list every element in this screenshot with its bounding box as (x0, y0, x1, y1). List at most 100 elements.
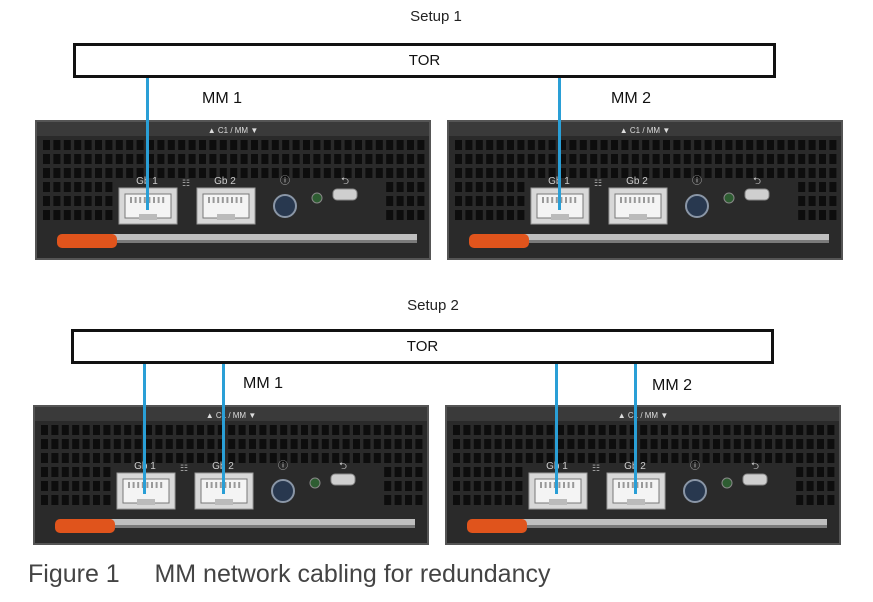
vent-hole (282, 168, 290, 178)
vent-hole (303, 154, 310, 164)
vent-hole (713, 453, 720, 463)
vent-hole (767, 168, 774, 178)
vent-hole (415, 425, 423, 435)
vent-hole (827, 439, 835, 449)
vent-hole (147, 140, 154, 150)
vent-hole (238, 425, 246, 435)
rj45-port-1[interactable] (530, 187, 590, 225)
vent-hole (671, 425, 679, 435)
id-button-icon[interactable] (685, 194, 709, 218)
vent-hole (515, 453, 523, 463)
vent-hole (661, 453, 668, 463)
vent-hole (808, 196, 816, 206)
vent-hole (787, 154, 795, 164)
vent-hole (475, 154, 483, 164)
vent-hole (455, 140, 462, 150)
vent-hole (417, 196, 425, 206)
vent-hole (475, 140, 483, 150)
id-button-icon[interactable] (271, 479, 295, 503)
vent-hole (384, 495, 392, 505)
rj45-port-1[interactable] (528, 472, 588, 510)
vent-hole (621, 140, 629, 150)
vent-hole (527, 154, 535, 164)
vent-hole (134, 439, 142, 449)
vent-hole (663, 154, 670, 164)
vent-hole (280, 439, 288, 449)
vent-hole (517, 196, 525, 206)
micro-usb-port[interactable] (330, 473, 356, 486)
vent-hole (735, 168, 743, 178)
vent-hole (61, 495, 69, 505)
vent-hole (405, 453, 412, 463)
vent-hole (473, 453, 481, 463)
vent-hole (652, 140, 660, 150)
release-tab[interactable] (55, 519, 115, 533)
vent-hole (475, 196, 483, 206)
vent-hole (787, 168, 795, 178)
vent-hole (384, 425, 392, 435)
release-tab[interactable] (467, 519, 527, 533)
vent-hole (147, 168, 154, 178)
id-button-icon[interactable] (683, 479, 707, 503)
vent-hole (808, 210, 816, 220)
release-tab[interactable] (469, 234, 529, 248)
figure-caption-text: MM network cabling for redundancy (154, 560, 551, 588)
micro-usb-port[interactable] (744, 188, 770, 201)
vent-grid (41, 425, 423, 505)
vent-hole (600, 168, 608, 178)
vent-hole (165, 439, 173, 449)
rj45-port-1[interactable] (116, 472, 176, 510)
tor-label: TOR (406, 338, 439, 355)
vent-hole (280, 425, 288, 435)
vent-hole (230, 168, 238, 178)
vent-hole (271, 154, 279, 164)
vent-hole (694, 140, 702, 150)
vent-hole (819, 182, 826, 192)
vent-hole (363, 425, 371, 435)
vent-hole (453, 495, 460, 505)
vent-hole (311, 453, 319, 463)
vent-hole (384, 481, 392, 491)
vent-hole (746, 168, 754, 178)
vent-hole (105, 182, 113, 192)
vent-hole (103, 481, 111, 491)
network-glyph-icon: ☷ (180, 463, 188, 473)
vent-hole (515, 495, 523, 505)
rj45-port-2[interactable] (196, 187, 256, 225)
vent-hole (631, 168, 639, 178)
vent-hole (136, 154, 144, 164)
vent-hole (251, 154, 258, 164)
vent-hole (280, 453, 288, 463)
vent-hole (475, 210, 483, 220)
vent-hole (186, 425, 194, 435)
vent-hole (683, 140, 691, 150)
id-button-icon[interactable] (273, 194, 297, 218)
release-tab[interactable] (57, 234, 117, 248)
vent-hole (819, 154, 826, 164)
vent-hole (61, 467, 69, 477)
micro-usb-port[interactable] (332, 188, 358, 201)
setup-2-tor-switch: TOR (71, 329, 774, 364)
vent-hole (93, 467, 100, 477)
vent-hole (353, 453, 360, 463)
vent-hole (494, 495, 502, 505)
vent-hole (453, 425, 460, 435)
vent-hole (590, 140, 598, 150)
vent-hole (93, 425, 100, 435)
vent-hole (51, 453, 59, 463)
rj45-port-2[interactable] (608, 187, 668, 225)
vent-hole (147, 154, 154, 164)
vent-hole (733, 453, 741, 463)
vent-hole (292, 168, 300, 178)
vent-hole (611, 168, 618, 178)
vent-hole (546, 439, 554, 449)
vent-hole (363, 439, 371, 449)
vent-hole (455, 168, 462, 178)
vent-hole (103, 467, 111, 477)
vent-hole (396, 182, 404, 192)
micro-usb-port[interactable] (742, 473, 768, 486)
vent-hole (525, 453, 533, 463)
vent-hole (197, 439, 204, 449)
vent-hole (453, 439, 460, 449)
vent-hole (600, 154, 608, 164)
